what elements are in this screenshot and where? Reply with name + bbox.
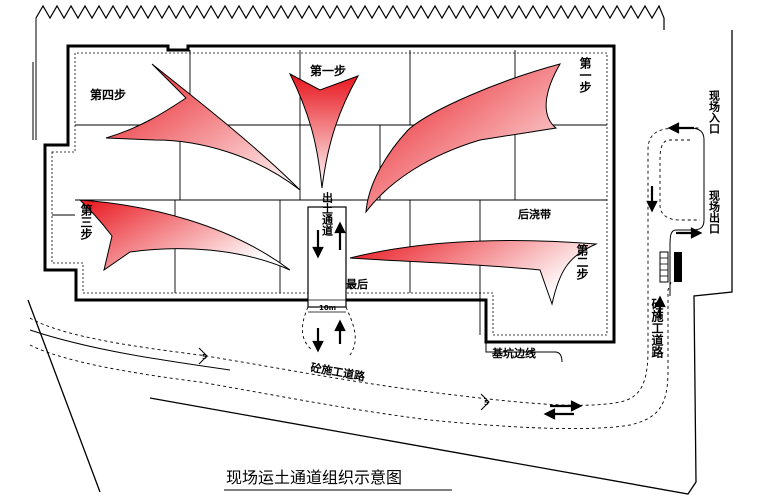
site-boundary-left: [32, 18, 37, 140]
road-edge-solid: [29, 329, 563, 371]
label-road-left: 砼施工道路: [309, 360, 367, 384]
label-step1: 第一步: [310, 63, 346, 78]
pit-inner-offset: [51, 52, 608, 336]
step2-vertical-text: 第二步: [575, 243, 589, 281]
label-step4: 第四步: [90, 87, 126, 102]
label-step1-vertical: 第一步: [578, 56, 592, 94]
site-boundary-outer: [27, 30, 733, 495]
step3-vertical-text: 第三步: [79, 203, 93, 241]
black-direction-arrow-icon: [312, 122, 703, 420]
label-site-entrance: 现场入口: [708, 90, 721, 135]
label-slope-2: 5: [484, 399, 489, 407]
gate-post-icon: [659, 251, 682, 283]
slope-marker: [198, 347, 490, 411]
label-step3-vertical: 第三步: [79, 203, 93, 241]
red-gradient-arrow-icon: [105, 63, 301, 191]
red-gradient-arrow-icon: [349, 240, 598, 306]
label-post-pour-strip: 后浇带: [518, 207, 551, 221]
internal-road-dashed: [29, 127, 700, 406]
step1-vertical-text: 第一步: [578, 56, 592, 94]
label-pit-edge: 基坑边线: [491, 346, 536, 360]
exit-channel-text: 出土通道: [321, 191, 334, 237]
red-gradient-arrow-icon: [365, 63, 562, 214]
pit-outline: [43, 44, 616, 344]
site-exit-text: 现场出口: [708, 190, 721, 235]
label-width-mark: 10m: [319, 304, 336, 312]
label-exit-channel: 出土通道: [321, 191, 334, 237]
label-slope-1: 5: [202, 353, 207, 361]
diagram-title: 现场运土通道组织示意图: [226, 468, 402, 487]
exit-road-curve: [669, 127, 705, 296]
site-boundary-zigzag-top: [35, 4, 665, 30]
label-site-exit: 现场出口: [708, 190, 721, 235]
road-right-text: 砼施工道路: [650, 297, 664, 359]
red-gradient-arrow-icon: [288, 72, 360, 189]
red-gradient-arrow-icon: [78, 199, 291, 272]
label-step2-vertical: 第二步: [575, 243, 589, 281]
label-last: 最后: [346, 277, 368, 291]
label-road-right: 砼施工道路: [650, 297, 664, 359]
internal-road-dashed-2: [29, 279, 673, 430]
site-entrance-text: 现场入口: [708, 90, 721, 135]
